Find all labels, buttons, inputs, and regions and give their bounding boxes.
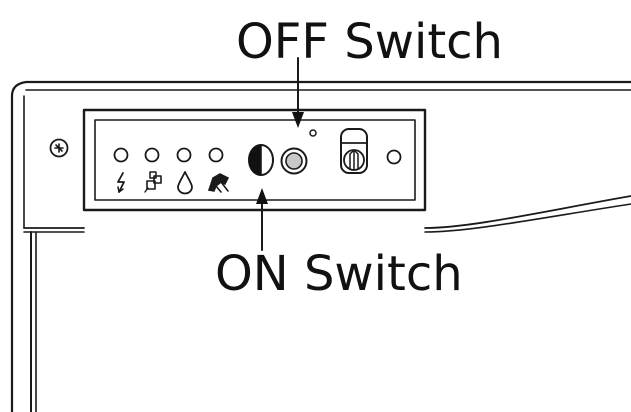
appliance-housing [10,80,631,412]
indicator-light-2 [144,147,160,163]
ice-cubes-icon [144,171,162,193]
indicator-light-1 [113,147,129,163]
screw-icon [49,138,69,158]
lightning-icon [117,172,125,193]
indicator-light-4 [208,147,224,163]
on-switch[interactable] [248,144,274,176]
off-switch[interactable] [280,147,308,175]
on-switch-label: ON Switch [215,246,463,302]
off-switch-arrow [292,57,304,128]
on-switch-arrow [256,188,268,251]
indicator-light-right [386,149,402,165]
water-drop-icon [177,171,193,195]
off-switch-label: OFF Switch [236,14,503,70]
control-panel [82,108,427,212]
indicator-light-3 [176,147,192,163]
pilot-light [309,129,317,137]
frost-icon [208,173,230,193]
thermostat-knob[interactable] [340,128,368,174]
